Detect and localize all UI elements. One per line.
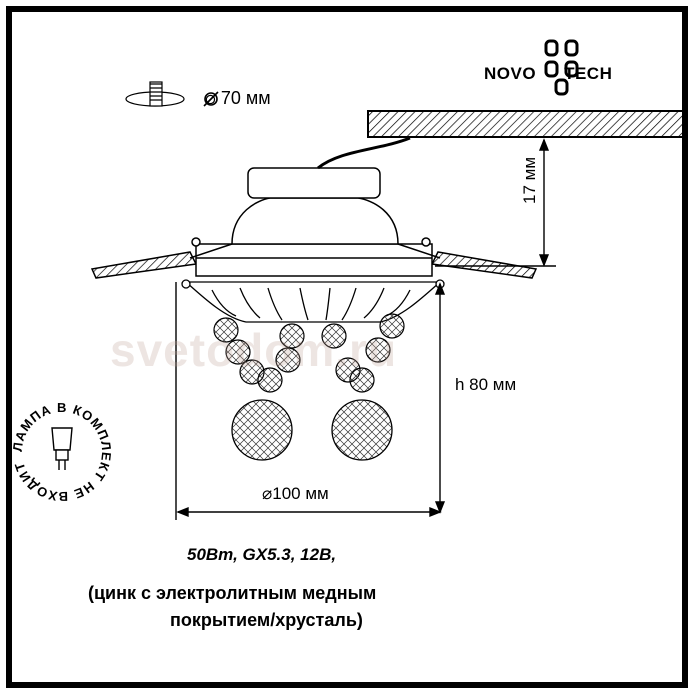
brand-name: NOVO TECH [484, 64, 612, 84]
cutout-icon [125, 81, 185, 107]
crystal-ball-right [331, 399, 393, 461]
brand-name-right: TECH [564, 64, 613, 83]
diameter-label: ⌀100 мм [262, 484, 329, 503]
height-dimension-line [175, 282, 446, 520]
spec-power: 50Вт, GX5.3, 12В, [187, 545, 337, 564]
bulb-icon [51, 427, 73, 470]
spec-material-2: покрытием/хрусталь) [170, 610, 363, 630]
diameter-dimension-line [176, 506, 442, 518]
lamp-housing [189, 136, 441, 259]
brand-name-left: NOVO [484, 64, 537, 83]
bulb-not-included-badge: ЛАМПА В КОМПЛЕКТ НЕ ВХОДИТ [10, 400, 113, 504]
trim-ring [90, 243, 538, 279]
crystal-ball-left [231, 399, 293, 461]
ceiling-slab [367, 110, 687, 138]
crystal-beads [213, 313, 405, 393]
diameter-icon [203, 91, 219, 107]
brand-logo-mark [544, 39, 579, 96]
height-label: h 80 мм [455, 375, 517, 394]
spec-material-1: (цинк с электролитным медным [88, 583, 377, 603]
cutout-label: ⌀ 70 мм [205, 88, 271, 108]
watermark: svetodom.ru [110, 324, 398, 376]
ceiling-depth-label: 17 мм [520, 156, 539, 204]
ornament-bowl [181, 279, 445, 323]
